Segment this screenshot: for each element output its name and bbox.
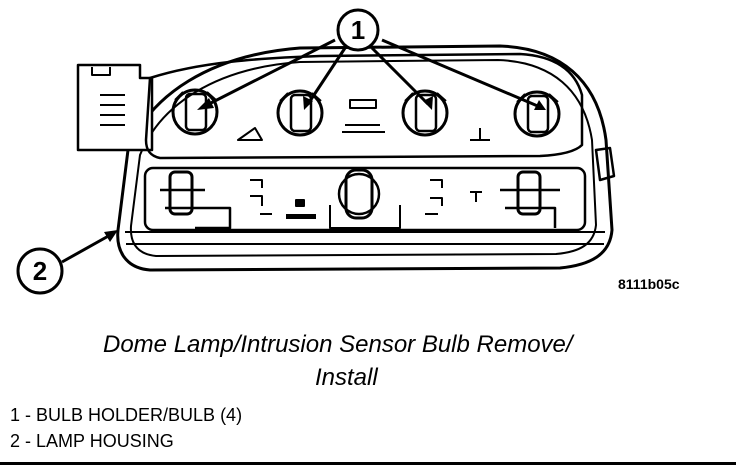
caption-line-2: Install (315, 364, 378, 391)
callout-2-number: 2 (33, 256, 47, 286)
bulb-holder-3 (401, 89, 449, 137)
caption-line-1: Dome Lamp/Intrusion Sensor Bulb Remove/ (103, 331, 573, 358)
connector-tab (76, 63, 154, 152)
lower-socket-right (500, 170, 560, 228)
lower-socket-center (329, 168, 401, 229)
lower-socket-left (160, 170, 232, 230)
lens-strip (125, 231, 605, 245)
bottom-rule (0, 462, 736, 465)
lamp-housing-inner-edge (129, 59, 597, 257)
bulb-holder-4 (513, 90, 561, 138)
figure-code: 8111b05c (618, 276, 680, 292)
callout-1-number: 1 (351, 15, 365, 45)
dome-lamp-illustration: 1 2 (16, 8, 616, 295)
bulb-holder-2 (276, 89, 324, 137)
lamp-housing-outline (116, 44, 614, 272)
callout-2-leader (61, 232, 113, 264)
legend-item-bulb-holder: 1 - BULB HOLDER/BULB (4) (10, 405, 243, 425)
callout-1-arrows (204, 38, 541, 109)
legend-item-lamp-housing: 2 - LAMP HOUSING (10, 431, 174, 451)
bulb-holder-1 (171, 88, 219, 136)
callout-1-circle (336, 8, 380, 52)
callout-2-circle (16, 247, 64, 295)
right-clip (594, 146, 616, 182)
